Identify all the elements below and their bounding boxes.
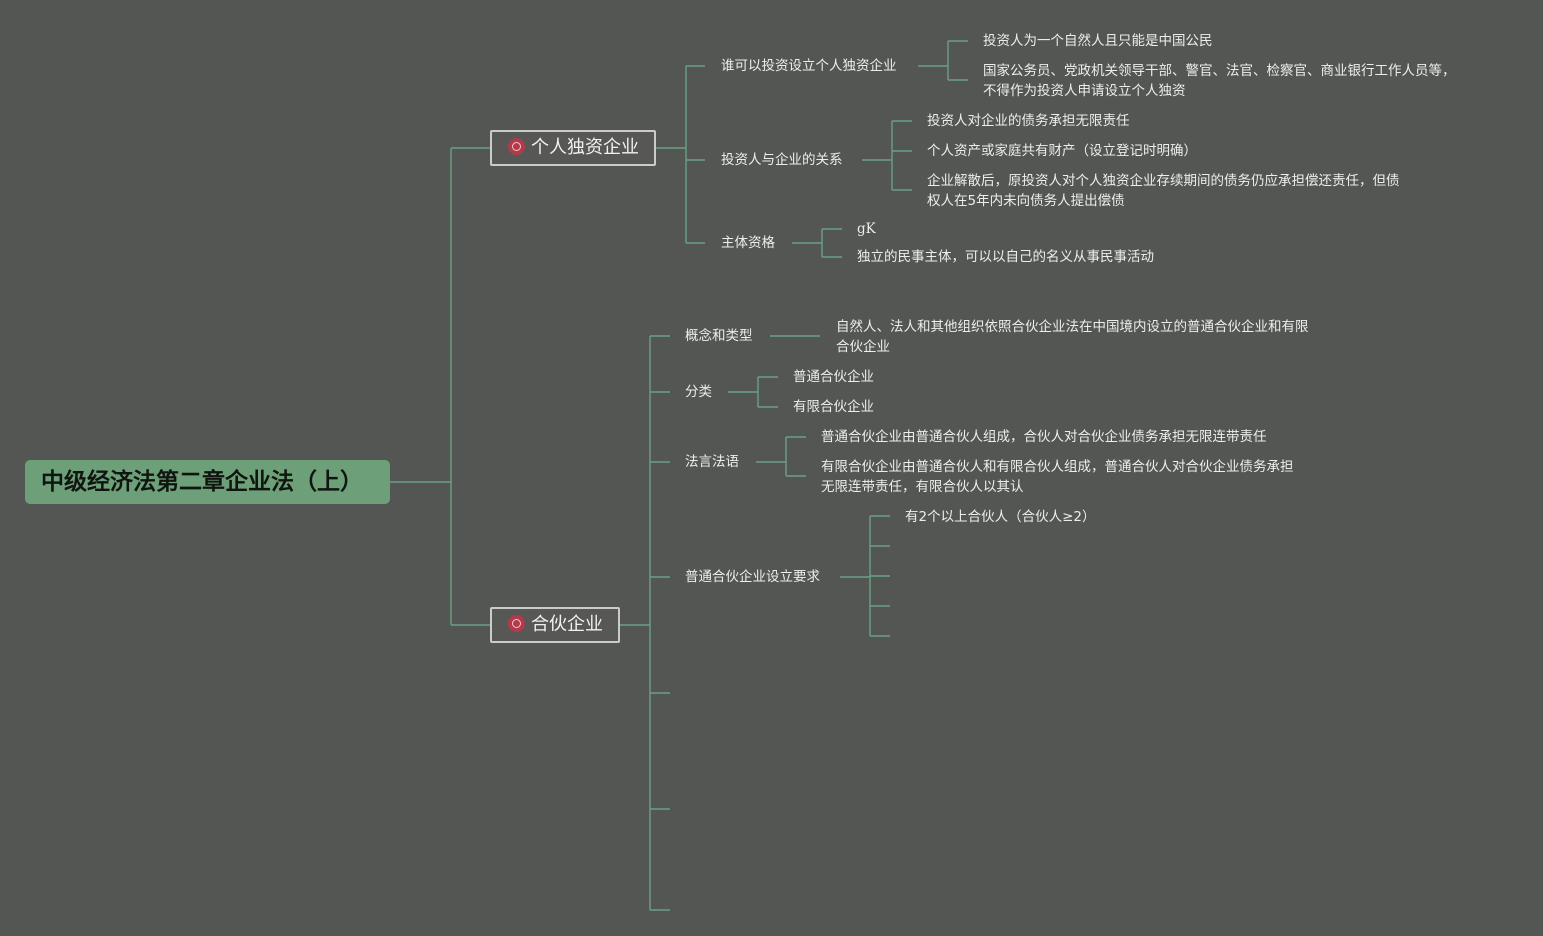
branch-partnership[interactable]: 合伙企业 — [490, 607, 620, 643]
topic-legal-status[interactable]: 主体资格 — [721, 235, 775, 251]
leaf-node-continued: 权人在5年内未向债务人提出偿债 — [927, 193, 1125, 209]
leaf-node[interactable]: 自然人、法人和其他组织依照合伙企业法在中国境内设立的普通合伙企业和有限 — [836, 319, 1309, 335]
leaf-node[interactable]: 有限合伙企业由普通合伙人和有限合伙人组成，普通合伙人对合伙企业债务承担 — [821, 459, 1294, 475]
root-topic[interactable]: 中级经济法第二章企业法（上） — [25, 460, 390, 504]
leaf-node[interactable]: 投资人对企业的债务承担无限责任 — [927, 113, 1130, 129]
leaf-node-continued: 不得作为投资人申请设立个人独资 — [983, 83, 1186, 99]
leaf-node[interactable]: 有2个以上合伙人（合伙人≥2） — [905, 509, 1096, 525]
topic-legal-terms[interactable]: 法言法语 — [685, 454, 739, 470]
leaf-node[interactable]: 个人资产或家庭共有财产（设立登记时明确） — [927, 143, 1197, 159]
topic-concept-and-types[interactable]: 概念和类型 — [685, 328, 753, 344]
root-topic-label: 中级经济法第二章企业法（上） — [41, 469, 363, 495]
leaf-node[interactable]: 独立的民事主体，可以以自己的名义从事民事活动 — [857, 249, 1154, 265]
topic-classification[interactable]: 分类 — [685, 384, 712, 400]
leaf-node[interactable]: 普通合伙企业由普通合伙人组成，合伙人对合伙企业债务承担无限连带责任 — [821, 429, 1267, 445]
leaf-node[interactable]: 企业解散后，原投资人对个人独资企业存续期间的债务仍应承担偿还责任，但债 — [927, 173, 1400, 189]
leaf-node[interactable]: gK — [857, 221, 876, 237]
seal-icon — [508, 138, 525, 155]
branch-label: 个人独资企业 — [531, 137, 639, 158]
topic-who-can-invest[interactable]: 谁可以投资设立个人独资企业 — [721, 58, 897, 74]
topic-investor-relationship[interactable]: 投资人与企业的关系 — [721, 152, 843, 168]
topic-general-partnership-requirements[interactable]: 普通合伙企业设立要求 — [685, 569, 820, 585]
branch-sole-proprietorship[interactable]: 个人独资企业 — [490, 130, 656, 166]
seal-icon — [508, 615, 525, 632]
leaf-node[interactable]: 普通合伙企业 — [793, 369, 874, 385]
leaf-node[interactable]: 投资人为一个自然人且只能是中国公民 — [983, 33, 1213, 49]
leaf-node[interactable]: 有限合伙企业 — [793, 399, 874, 415]
leaf-node-continued: 合伙企业 — [836, 339, 890, 355]
leaf-node-continued: 无限连带责任，有限合伙人以其认 — [821, 479, 1024, 495]
branch-label: 合伙企业 — [531, 614, 603, 635]
leaf-node[interactable]: 国家公务员、党政机关领导干部、警官、法官、检察官、商业银行工作人员等， — [983, 63, 1456, 79]
